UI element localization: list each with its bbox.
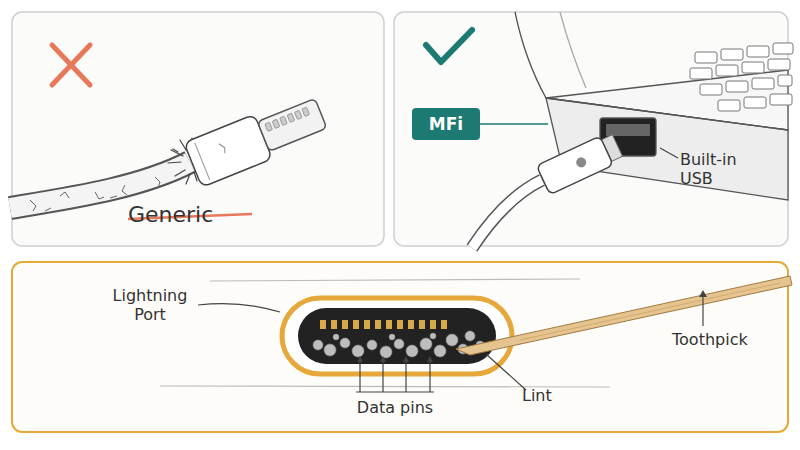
- leader-lines: [198, 293, 703, 392]
- data-pins: [320, 320, 447, 329]
- badge-box: MFi: [412, 108, 480, 140]
- part-label: Data pins: [345, 398, 445, 417]
- keyboard: [690, 43, 793, 111]
- part-label: Lint: [522, 386, 582, 405]
- laptop: [515, 12, 793, 200]
- mfi-cable: [472, 131, 624, 248]
- lightning-port: [282, 298, 512, 374]
- port-label: Built-in USB: [680, 150, 760, 188]
- good-panel: [394, 12, 788, 246]
- lint: [313, 331, 484, 358]
- frayed-cable: [10, 91, 330, 211]
- bad-panel: [12, 12, 384, 246]
- check-mark: [426, 30, 472, 62]
- part-label: Lightning Port: [100, 286, 200, 324]
- arrow-heads: [357, 290, 707, 362]
- badge-text: MFi: [429, 114, 463, 134]
- port-cavity: [298, 308, 496, 364]
- part-label: Toothpick: [672, 330, 772, 349]
- port-panel: [12, 262, 788, 432]
- usb-leader: [660, 148, 678, 158]
- cross-mark: [52, 45, 90, 85]
- generic-label: Generic: [128, 202, 258, 227]
- toothpick: [456, 276, 792, 355]
- mfi-leader: [480, 123, 548, 125]
